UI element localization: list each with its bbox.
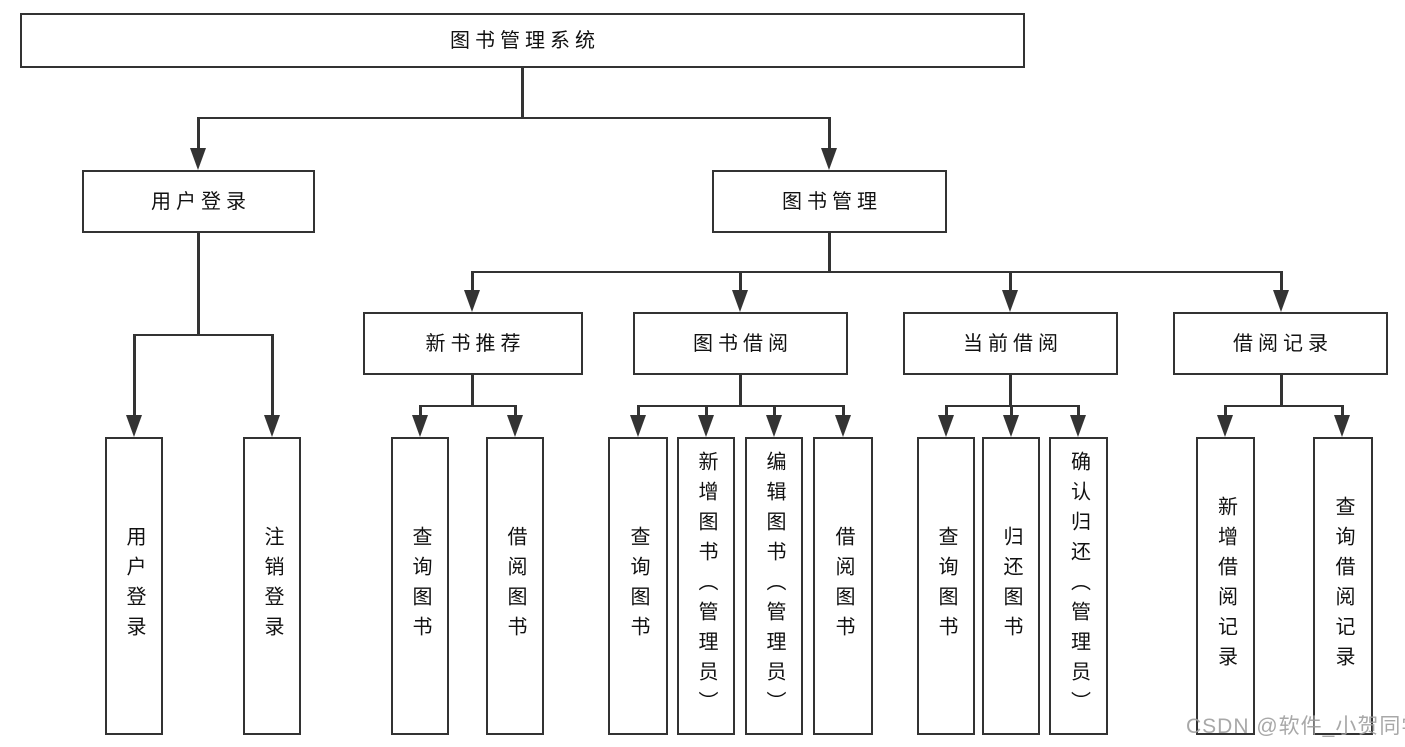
connector-drop [1010,404,1013,417]
node-library-management-system: 图书管理系统 [20,13,1025,68]
node-label: 新增借阅记录 [1214,496,1237,676]
node-label: 新书推荐 [425,332,526,355]
connector-drop [828,116,831,149]
node-label: 新增图书（管理员） [695,451,717,721]
leaf-edit-books-admin: 编辑图书（管理员） [745,437,803,735]
watermark: CSDN @软件_小贺同学 [1186,715,1405,738]
arrowhead-down [1273,290,1289,312]
connector-borrow-bus [637,404,844,407]
node-label: 编辑图书（管理员） [763,451,785,721]
connector-drop [1009,270,1012,291]
node-label: 借阅图书 [832,526,854,646]
arrowhead-down [412,415,428,437]
node-label: 借阅图书 [504,526,526,646]
connector-records-bus [1224,404,1344,407]
node-label: 图书管理 [782,190,882,213]
arrowhead-down [766,415,782,437]
arrowhead-down [835,415,851,437]
arrowhead-down [507,415,523,437]
connector-drop [842,404,845,417]
connector-drop [271,333,274,416]
node-book-management: 图书管理 [712,170,947,233]
leaf-add-books-admin: 新增图书（管理员） [677,437,735,735]
node-label: 借阅记录 [1233,332,1333,355]
connector-drop [1077,404,1080,417]
arrowhead-down [732,290,748,312]
arrowhead-down [630,415,646,437]
connector-drop [637,404,640,417]
arrowhead-down [1002,290,1018,312]
connector-user-login-bus [133,333,273,336]
arrowhead-down [264,415,280,437]
arrowhead-down [126,415,142,437]
leaf-borrow-books: 借阅图书 [813,437,873,735]
leaf-query-books-current: 查询图书 [917,437,975,735]
connector-drop [739,270,742,291]
leaf-confirm-return-admin: 确认归还（管理员） [1049,437,1108,735]
connector-drop [419,404,422,417]
node-label: 注销登录 [261,526,283,646]
arrowhead-down [464,290,480,312]
leaf-return-books: 归还图书 [982,437,1040,735]
connector-drop [945,404,948,417]
node-label: 查询借阅记录 [1332,496,1354,676]
connector-drop [1280,270,1283,291]
node-current-borrow: 当前借阅 [903,312,1118,375]
node-label: 查询图书 [409,526,431,646]
arrowhead-down [938,415,954,437]
connector-root-stem [521,68,524,118]
connector-level1-bus [197,116,830,119]
arrowhead-down [698,415,714,437]
connector-drop [1341,404,1344,417]
connector-drop [197,116,200,149]
leaf-user-login: 用户登录 [105,437,163,735]
arrowhead-down [1003,415,1019,437]
node-label: 查询图书 [935,526,957,646]
node-book-borrow: 图书借阅 [633,312,848,375]
arrowhead-down [1217,415,1233,437]
node-label: 归还图书 [1000,526,1022,646]
leaf-borrow-books-recommend: 借阅图书 [486,437,544,735]
arrowhead-down [1070,415,1086,437]
connector-user-login-stem [197,233,200,335]
connector-current-stem [1009,375,1012,406]
connector-drop [705,404,708,417]
node-new-book-recommend: 新书推荐 [363,312,583,375]
connector-drop [471,270,474,291]
connector-drop [514,404,517,417]
arrowhead-down [1334,415,1350,437]
connector-borrow-stem [739,375,742,406]
node-label: 查询图书 [627,526,649,646]
node-label: 确认归还（管理员） [1067,451,1090,721]
connector-level2-bus [471,270,1283,273]
node-user-login: 用户登录 [82,170,315,233]
arrowhead-down [821,148,837,170]
node-label: 用户登录 [151,190,251,213]
connector-recommend-stem [471,375,474,406]
node-label: 当前借阅 [963,332,1063,355]
node-label: 用户登录 [123,526,145,646]
leaf-query-borrow-record: 查询借阅记录 [1313,437,1373,735]
connector-recommend-bus [419,404,516,407]
arrowhead-down [190,148,206,170]
connector-drop [133,333,136,416]
connector-book-mgmt-stem [828,233,831,272]
leaf-query-books-recommend: 查询图书 [391,437,449,735]
connector-drop [1224,404,1227,417]
connector-drop [773,404,776,417]
leaf-add-borrow-record: 新增借阅记录 [1196,437,1255,735]
connector-records-stem [1280,375,1283,406]
node-label: 图书管理系统 [450,29,600,52]
node-borrow-records: 借阅记录 [1173,312,1388,375]
node-label: 图书借阅 [693,332,793,355]
leaf-logout: 注销登录 [243,437,301,735]
leaf-query-books-borrow: 查询图书 [608,437,668,735]
